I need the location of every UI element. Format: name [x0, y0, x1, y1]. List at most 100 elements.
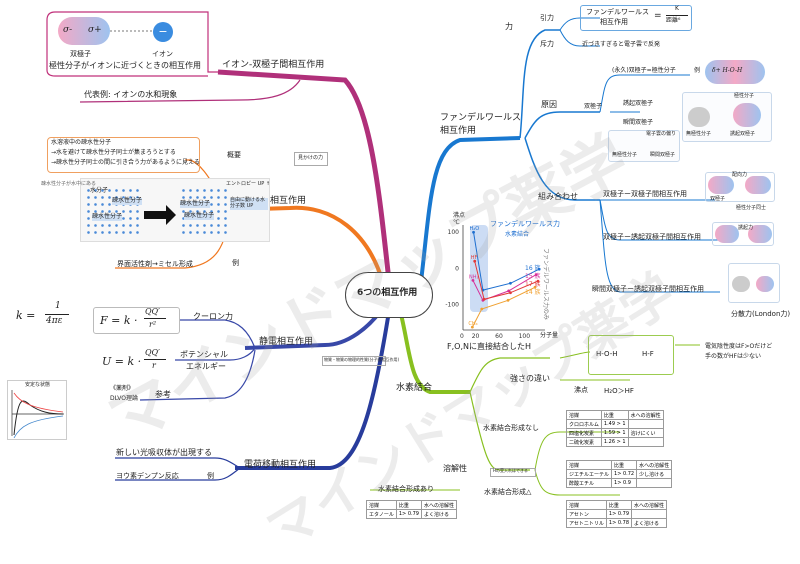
hbond-small-note: 物質・物質の物理的性質(分子間相互作用): [324, 357, 400, 362]
instant-caption: 瞬間双極子: [650, 152, 676, 158]
formula-U-bar: [144, 359, 166, 360]
center-title: 6つの相互作用: [357, 288, 418, 298]
coulomb-formula-box: [93, 307, 180, 334]
bp-order: H₂O＞HF: [604, 387, 634, 395]
h2o-structure: H-O-H: [596, 350, 618, 358]
hydrophobic-summary-box: [47, 137, 200, 173]
cell: 四塩化炭素: [566, 428, 602, 438]
hydrophobic-example-label: 例: [232, 259, 239, 267]
strength-note-2: 手の数がHFは少ない: [705, 353, 761, 360]
combo2-figure: [712, 222, 774, 246]
h2o-dipole-illustration: [705, 60, 765, 84]
cell: 1> 0.72: [611, 469, 638, 479]
data-point: [533, 285, 537, 289]
dlvo-graph-title: 安定な状態: [25, 382, 51, 388]
series-first-label: H₂O: [470, 226, 480, 232]
ion-dipole-title[interactable]: イオン-双極子間相互作用: [222, 60, 325, 70]
free-water-label: 自由に動ける水分子数 UP: [230, 197, 268, 210]
coulomb-label: クーロン力: [193, 312, 233, 321]
cell-val: 0.78: [617, 520, 630, 526]
series-line: [472, 274, 537, 301]
nonpolar-label: 無極性分子: [686, 131, 712, 137]
x-tick-label: 60: [495, 333, 503, 340]
formula-k-num: 1: [55, 301, 61, 311]
instant-nonpolar-label: 無極性分子: [612, 152, 638, 158]
force-label: 力: [505, 22, 513, 31]
solubility-label: 溶解性: [443, 464, 467, 473]
th-solubility: 水への溶解性: [636, 460, 673, 470]
cell-cmp: 1>: [614, 471, 622, 477]
combo3-molecule-a: [732, 276, 750, 292]
chart-ylabel: 沸点 ℃: [453, 212, 466, 226]
vdw-title-line-1[interactable]: ファンデルワールス: [440, 113, 522, 123]
cell: 1.26 > 1: [600, 437, 629, 447]
repulsion-desc: 近づきすぎると電子雲で反発: [582, 41, 661, 48]
th-gravity: 比重: [605, 500, 633, 510]
bp-label: 沸点: [574, 386, 588, 394]
cell: 1.49 > 1: [600, 419, 629, 429]
th-gravity: 比重: [395, 500, 422, 510]
potential-label-2: エネルギー: [186, 362, 226, 371]
chart-ylabel-secondary: ファンデルワールス力のみ: [542, 248, 549, 321]
attraction-formula-k: K: [675, 5, 679, 12]
cell-cmp: 1>: [398, 511, 407, 517]
induced-caption: 誘起双極子: [730, 131, 756, 137]
cell: よく溶ける: [631, 518, 668, 528]
combo1-caption-1: 双極子: [710, 196, 726, 202]
combo1-figure: [705, 172, 775, 202]
cell-cmp: 1>: [608, 520, 617, 526]
ion-dipole-link: [110, 30, 152, 32]
charge-transfer-title[interactable]: 電荷移動相互作用: [244, 460, 317, 470]
hydrophobic-cluster-label: 疎水性分子: [180, 200, 211, 208]
hf-structure: H-F: [642, 350, 654, 358]
hydrophobic-label-2: 疎水性分子: [92, 213, 123, 221]
th-gravity: 比重: [600, 410, 629, 420]
data-point: [473, 259, 477, 263]
cell: 1> 0.79: [395, 509, 422, 519]
formula-U-num: QQ′: [145, 348, 160, 357]
series-line: [474, 261, 539, 300]
dipole-label: 双極子: [70, 50, 91, 58]
chart-title-secondary: 水素結合: [505, 231, 530, 238]
vdw-title-line-2[interactable]: 相互作用: [440, 126, 477, 136]
cell: [631, 509, 668, 519]
cell-val: 1.49: [603, 421, 616, 427]
data-point: [507, 289, 511, 293]
th-solubility: 水への溶解性: [420, 500, 457, 510]
attraction-formula-r: 距離⁶: [666, 17, 681, 24]
formula-F-lhs: F = k ·: [100, 314, 138, 327]
dlvo-graph: [7, 380, 67, 440]
ion-dipole-example: 代表例: イオンの水和現象: [84, 90, 178, 99]
ion-label: イオン: [152, 50, 173, 58]
cell-val: 0.79: [407, 511, 419, 517]
center-node[interactable]: [345, 272, 433, 318]
attraction-formula-eq: =: [654, 11, 662, 21]
cell: 1.59 > 1: [600, 428, 629, 438]
apparent-force-box: [294, 152, 328, 166]
series-first-label: CH₄: [468, 321, 477, 327]
hbond-small-note-box: [322, 356, 386, 366]
with-hbond-label: 水素結合形成あり: [378, 485, 434, 493]
hydrophobic-title[interactable]: 疎水性相互作用: [243, 196, 307, 206]
combo2-label: 双極子ー誘起双極子間相互作用: [603, 233, 701, 241]
legend-16: 16 族: [525, 265, 541, 272]
combo1-label: 双極子ー双極子間相互作用: [603, 190, 687, 198]
formula-k-den: 4πε: [46, 316, 63, 326]
electrostatic-title[interactable]: 静電相互作用: [259, 337, 314, 347]
permanent-example-label: 例: [694, 67, 701, 74]
legend-15: 15 族: [525, 273, 541, 280]
x-tick-label: 100: [519, 333, 531, 340]
cell-val: 1.26: [603, 439, 616, 445]
hydrophobic-label-1: 疎水性分子: [112, 197, 143, 205]
reference-line-1: 《薬剤》: [110, 385, 135, 392]
hydrophobic-arrow: [144, 205, 176, 225]
charge-transfer-desc: 新しい光吸収体が出現する: [116, 448, 212, 457]
combo2-induced: [748, 225, 772, 243]
th-gravity: 比重: [611, 460, 638, 470]
combo1-dipole-b: [745, 176, 771, 194]
data-point: [471, 278, 475, 282]
hbond-title[interactable]: 水素結合: [396, 383, 433, 393]
